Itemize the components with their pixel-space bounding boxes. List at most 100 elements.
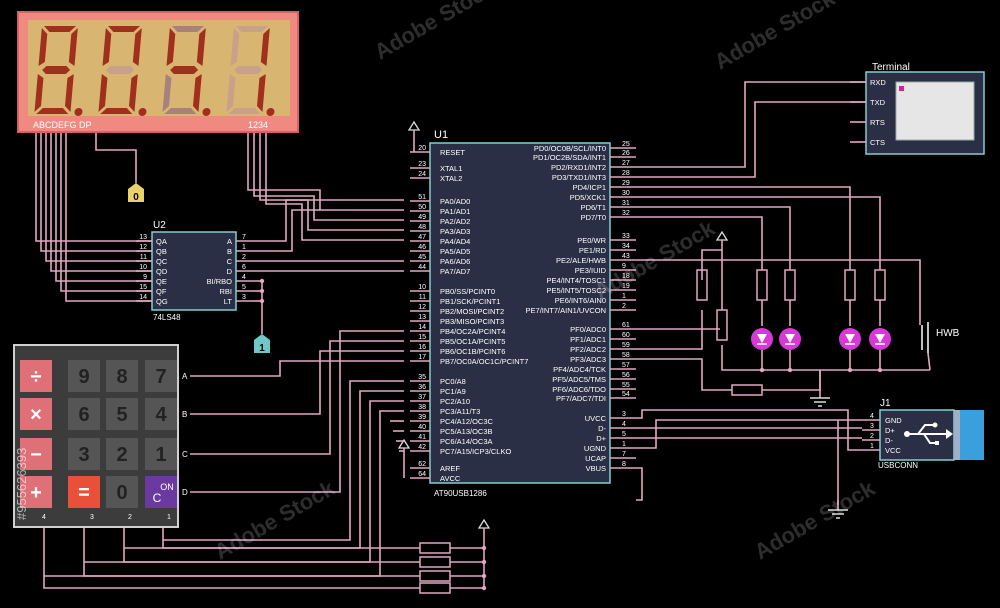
keypad-key[interactable]: −	[20, 438, 52, 470]
key-face[interactable]	[68, 398, 100, 430]
pin-name: PC0/A8	[440, 377, 466, 386]
key-face[interactable]	[145, 398, 177, 430]
keypad-key[interactable]: =	[68, 476, 100, 508]
keypad-key[interactable]: 8	[106, 360, 138, 392]
pin-name: XTAL1	[440, 164, 462, 173]
wire	[35, 132, 152, 242]
keypad-key[interactable]: 9	[68, 360, 100, 392]
segment	[164, 108, 197, 114]
pin-name: PB6/OC1B/PCINT6	[440, 347, 505, 356]
segment	[98, 74, 108, 112]
key-face[interactable]	[145, 438, 177, 470]
key-face[interactable]	[106, 476, 138, 508]
key-face[interactable]	[106, 398, 138, 430]
pin-name: PF2/ADC2	[570, 345, 606, 354]
wire	[636, 81, 866, 168]
pin-number: 3	[242, 294, 246, 301]
decoder-ref: U2	[153, 220, 166, 231]
key-face[interactable]	[20, 476, 52, 508]
pin-number: 13	[139, 234, 147, 241]
keypad-key[interactable]: 7	[145, 360, 177, 392]
key-face[interactable]	[20, 438, 52, 470]
pin-number: 23	[418, 161, 426, 168]
pin-name: PF7/ADC7/TDI	[556, 394, 606, 403]
pin-name: QD	[156, 267, 168, 276]
wire	[636, 196, 881, 270]
led-triangle	[757, 334, 767, 343]
wire	[636, 206, 791, 270]
pin-name: PE0/WR	[577, 236, 606, 245]
pin-name: D+	[885, 426, 895, 435]
power-terminal	[407, 120, 421, 131]
key-label: 5	[116, 404, 127, 426]
keypad-key[interactable]: 6	[68, 398, 100, 430]
keypad-key[interactable]: 1	[145, 438, 177, 470]
pin-number: 40	[418, 424, 426, 431]
pin-name: RBI	[219, 287, 232, 296]
usb-plug	[960, 410, 984, 460]
key-face[interactable]	[145, 476, 177, 508]
key-label: 0	[116, 482, 127, 504]
key-face[interactable]	[106, 438, 138, 470]
pin-number: 7	[622, 451, 626, 458]
key-face[interactable]	[106, 360, 138, 392]
pin-name: PE6/INT6/AIN0	[555, 296, 606, 305]
digit	[98, 26, 147, 116]
pin-name: TXD	[870, 98, 886, 107]
segment	[226, 74, 236, 112]
pin-number: 14	[139, 294, 147, 301]
wire	[259, 132, 404, 231]
key-face[interactable]	[68, 476, 100, 508]
usb-part: USBCONN	[878, 461, 918, 470]
wire	[636, 467, 643, 501]
keypad-key[interactable]: ÷	[20, 360, 52, 392]
pin-number: 55	[622, 382, 630, 389]
pin-number: 3	[870, 423, 874, 430]
key-face[interactable]	[20, 360, 52, 392]
pin-name: PB5/OC1A/PCINT5	[440, 337, 505, 346]
pin-number: 15	[418, 334, 426, 341]
keypad-key[interactable]: 3	[68, 438, 100, 470]
pin-name: PC3/A11/T3	[440, 407, 480, 416]
pin-name: PA3/AD3	[440, 227, 470, 236]
key-face[interactable]	[68, 438, 100, 470]
key-label: 7	[155, 366, 166, 388]
resistor	[716, 309, 728, 341]
resistor	[419, 570, 451, 582]
pin-name: BI/RBO	[207, 277, 233, 286]
pin-name: PC4/A12/OC3C	[440, 417, 494, 426]
pin-number: 12	[418, 304, 426, 311]
pin-name: D-	[598, 424, 606, 433]
key-label: 6	[78, 404, 89, 426]
keypad-key[interactable]: 2	[106, 438, 138, 470]
pin-name: RXD	[870, 78, 886, 87]
keypad-key[interactable]: 0	[106, 476, 138, 508]
keypad-key[interactable]: ×	[20, 398, 52, 430]
pin-name: PC2/A10	[440, 397, 470, 406]
key-label: ×	[30, 404, 42, 426]
pin-number: 6	[242, 264, 246, 271]
pin-name: PA7/AD7	[440, 267, 470, 276]
resistor	[874, 269, 886, 301]
decoder-part: 74LS48	[153, 313, 181, 322]
pin-number: 4	[622, 421, 626, 428]
key-face[interactable]	[145, 360, 177, 392]
wires	[35, 81, 931, 594]
keypad-key[interactable]: +	[20, 476, 52, 508]
pin-name: B	[227, 247, 232, 256]
key-label: 4	[155, 404, 167, 426]
segment	[260, 28, 270, 66]
keypad-key[interactable]: ONC	[145, 476, 177, 508]
pin-name: PE2/ALE/HWB	[556, 256, 606, 265]
keypad-key[interactable]: 5	[106, 398, 138, 430]
decimal-point	[138, 108, 147, 116]
pin-number: 41	[418, 434, 426, 441]
key-face[interactable]	[20, 398, 52, 430]
key-face[interactable]	[68, 360, 100, 392]
keypad-key[interactable]: 4	[145, 398, 177, 430]
pin-number: 11	[419, 294, 426, 301]
